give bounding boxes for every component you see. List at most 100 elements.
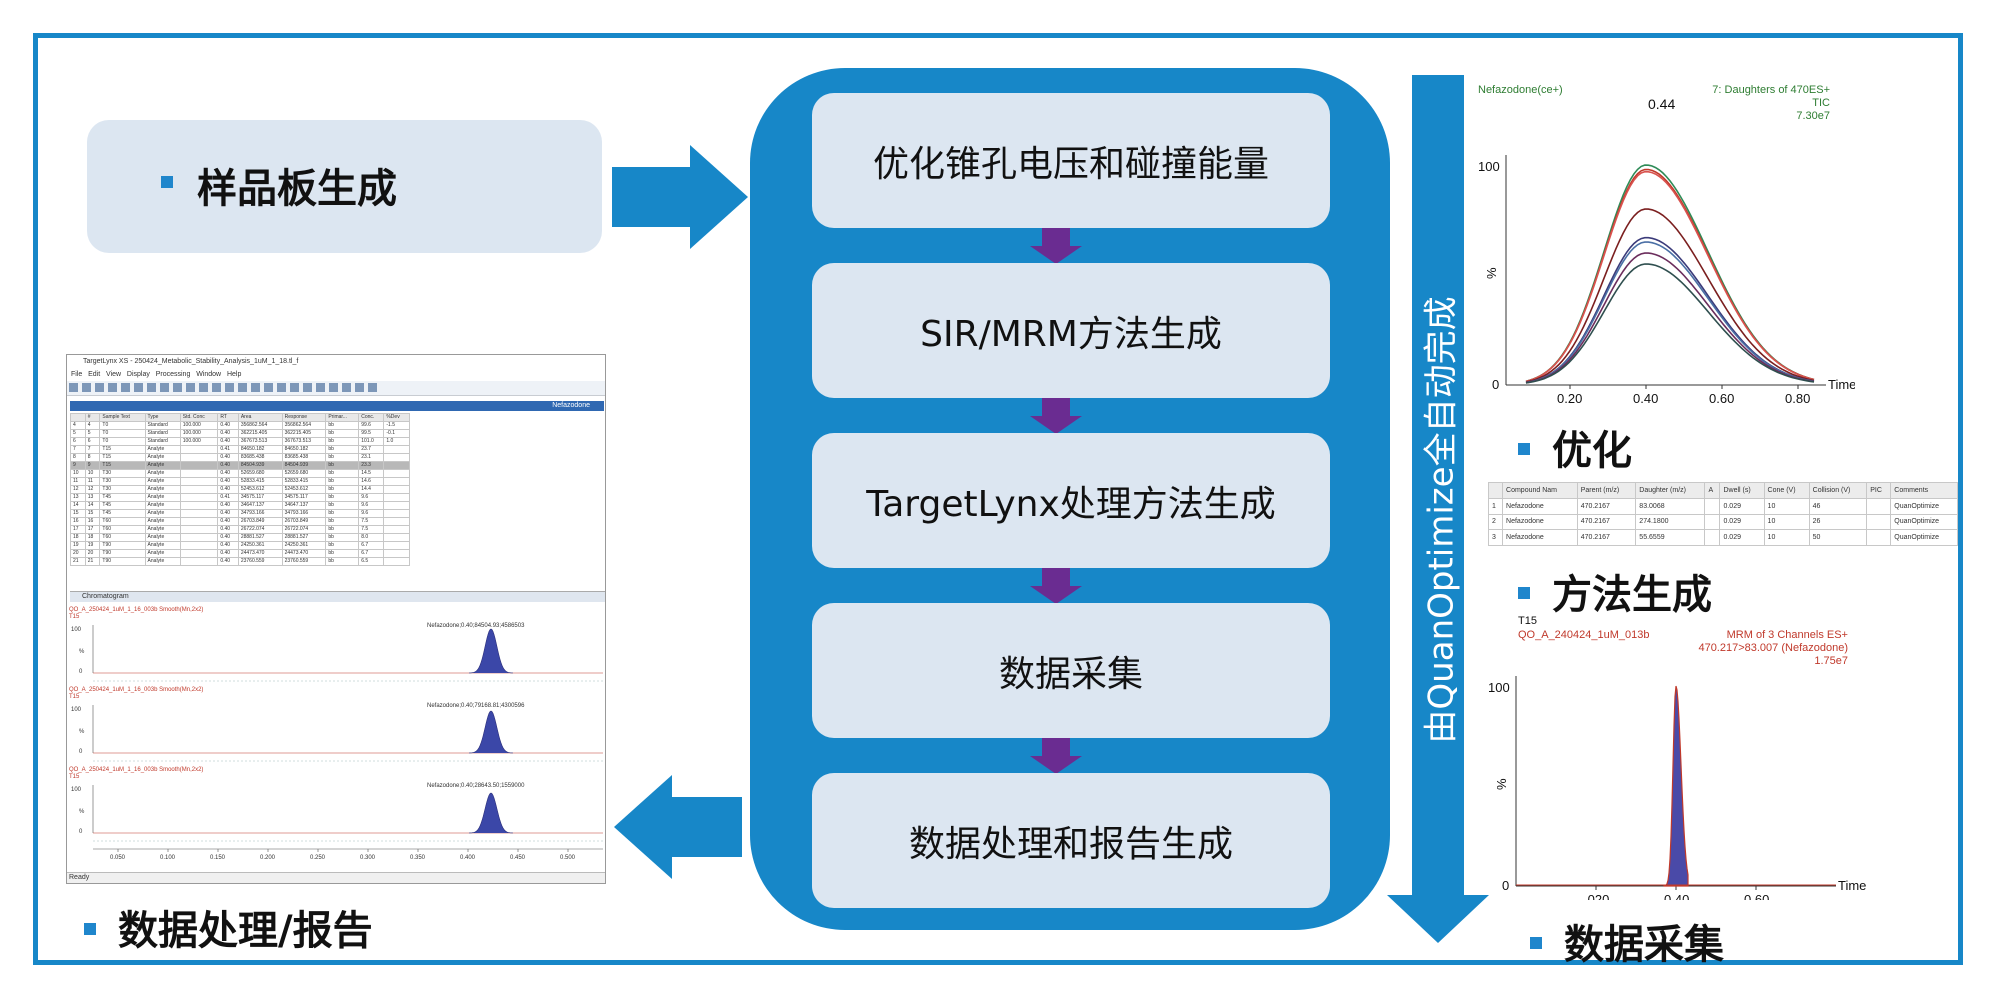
toolbar-icon[interactable] [342, 383, 351, 392]
table-cell: 7.5 [358, 517, 385, 526]
menu-view[interactable]: View [106, 371, 122, 378]
toolbar-icon[interactable] [160, 383, 169, 392]
toolbar-icon[interactable] [329, 383, 338, 392]
toolbar-icon[interactable] [225, 383, 234, 392]
table-cell: Analyte [144, 557, 181, 566]
menu-display[interactable]: Display [126, 371, 150, 378]
toolbar-icon[interactable] [173, 383, 182, 392]
toolbar-icon[interactable] [69, 383, 78, 392]
table-cell: Parent (m/z) [1576, 482, 1637, 499]
toolbar-icon[interactable] [368, 383, 377, 392]
toolbar-icon[interactable] [82, 383, 91, 392]
targetlynx-menu: File Edit View Display Processing Window… [67, 369, 605, 381]
toolbar-icon[interactable] [290, 383, 299, 392]
toolbar-icon[interactable] [108, 383, 117, 392]
table-cell: QuanOptimize [1890, 513, 1958, 531]
table-cell: T0 [99, 429, 146, 438]
table-cell: Dwell (s) [1719, 482, 1765, 499]
toolbar-icon[interactable] [303, 383, 312, 392]
toolbar-icon[interactable] [355, 383, 364, 392]
table-cell [383, 485, 410, 494]
table-cell: 1 [1487, 497, 1504, 515]
chart-header-line: MRM of 3 Channels ES+ [1727, 629, 1848, 641]
table-cell: T30 [99, 477, 146, 486]
table-cell: 0.41 [217, 445, 239, 454]
y-axis-label: % [1484, 267, 1499, 279]
toolbar-icon[interactable] [134, 383, 143, 392]
label-optimize: 优化 [1518, 418, 1632, 476]
table-cell: 6.7 [358, 549, 385, 558]
table-cell [383, 517, 410, 526]
table-cell: 362215.405 [237, 429, 283, 438]
table-cell: 23.3 [358, 461, 385, 470]
menu-file[interactable]: File [71, 371, 83, 378]
table-cell: T0 [99, 421, 146, 430]
x-tick-label: 0.100 [160, 855, 176, 861]
toolbar-icon[interactable] [277, 383, 286, 392]
table-cell: 470.2167 [1576, 513, 1637, 531]
toolbar-icon[interactable] [199, 383, 208, 392]
menu-window[interactable]: Window [196, 371, 222, 378]
toolbar-icon[interactable] [212, 383, 221, 392]
table-cell: T90 [99, 541, 146, 550]
toolbar-icon[interactable] [147, 383, 156, 392]
toolbar-icon[interactable] [316, 383, 325, 392]
automation-arrow [1412, 75, 1464, 900]
table-cell [179, 517, 219, 526]
toolbar-icon[interactable] [251, 383, 260, 392]
menu-edit[interactable]: Edit [88, 371, 101, 378]
table-cell: 14 [70, 501, 86, 510]
toolbar-icon[interactable] [238, 383, 247, 392]
table-cell: bb [325, 477, 360, 486]
chart-sample-label: T15 [1518, 615, 1537, 627]
x-tick-label: 0.40 [1633, 391, 1658, 405]
table-cell [179, 477, 219, 486]
table-cell: T45 [99, 501, 146, 510]
toolbar-icon[interactable] [186, 383, 195, 392]
bullet-icon [1530, 937, 1542, 949]
menu-help[interactable]: Help [226, 371, 242, 378]
table-cell: bb [325, 453, 360, 462]
table-cell [179, 549, 219, 558]
toolbar-icon[interactable] [121, 383, 130, 392]
x-tick-label: 0.450 [510, 855, 526, 861]
table-cell: 1.0 [383, 437, 410, 446]
toolbar-icon[interactable] [264, 383, 273, 392]
x-tick-label: 0.40 [1664, 892, 1689, 900]
label-acquisition: 数据采集 [1530, 912, 1724, 970]
menu-processing[interactable]: Processing [155, 371, 191, 378]
targetlynx-toolbar [67, 381, 605, 396]
step-method: SIR/MRM方法生成 [812, 263, 1330, 398]
table-cell: -1.5 [383, 421, 410, 430]
optimization-curve [1525, 263, 1815, 384]
table-cell: T15 [99, 445, 146, 454]
table-cell: 0.40 [217, 541, 239, 550]
chart-compound-label: Nefazodone(ce+) [1478, 84, 1563, 96]
toolbar-icon[interactable] [95, 383, 104, 392]
table-cell: Analyte [144, 453, 181, 462]
